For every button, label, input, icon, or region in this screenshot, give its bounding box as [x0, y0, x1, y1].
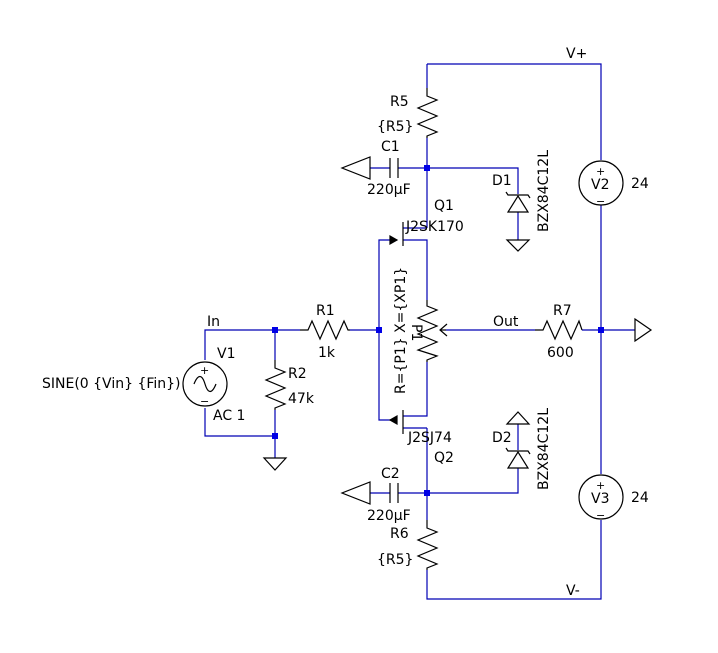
- label-c1-value: 220µF: [367, 182, 411, 198]
- wire-q2-source: [403, 362, 428, 417]
- label-r5-ref: R5: [390, 94, 409, 110]
- wire-v1-return: [204, 408, 275, 437]
- label-r6-value: {R5}: [377, 552, 413, 568]
- net-label-vplus: V+: [566, 46, 587, 62]
- resistor-r5[interactable]: [416, 88, 439, 138]
- zener-diode-d1[interactable]: [505, 191, 531, 213]
- label-v3-value: 24: [631, 490, 649, 506]
- label-v1-ac: AC 1: [213, 408, 245, 424]
- label-q1-ref: Q1: [434, 198, 454, 214]
- resistor-r2[interactable]: [264, 360, 287, 410]
- label-q2-value: J2SJ74: [407, 430, 452, 446]
- label-p1-ref: P1: [408, 324, 424, 341]
- capacitor-c1[interactable]: [389, 158, 399, 178]
- net-label-in: In: [207, 314, 220, 330]
- ground-icon-c2: [340, 481, 371, 505]
- label-r1-value: 1k: [318, 345, 336, 361]
- label-c2-value: 220µF: [367, 508, 411, 524]
- wires: [204, 63, 635, 600]
- label-r5-value: {R5}: [377, 119, 413, 135]
- jfet-q2[interactable]: [388, 410, 404, 434]
- label-d1-value: BZX84C12L: [536, 150, 552, 232]
- label-r1-ref: R1: [316, 303, 335, 319]
- ground-icon-d1: [505, 239, 531, 252]
- zener-diode-d2[interactable]: [505, 447, 531, 469]
- voltage-source-v2[interactable]: + −: [578, 160, 624, 208]
- wire-vplus-rail: [427, 63, 602, 160]
- potentiometer-p1[interactable]: [416, 300, 448, 362]
- voltage-source-v3[interactable]: + −: [578, 474, 624, 522]
- resistor-r1[interactable]: [300, 319, 350, 341]
- label-r6-ref: R6: [390, 526, 409, 542]
- wire-d1: [427, 167, 519, 194]
- capacitor-c2[interactable]: [389, 483, 399, 503]
- jfet-q1[interactable]: [389, 222, 404, 246]
- label-r7-value: 600: [547, 345, 574, 361]
- wire-vminus-rail: [426, 520, 602, 600]
- svg-text:+: +: [200, 364, 209, 377]
- label-d2-value: BZX84C12L: [536, 408, 552, 490]
- label-v3-ref: V3: [591, 491, 609, 507]
- junctions: [272, 165, 604, 496]
- ground-icon-out: [634, 317, 653, 343]
- label-v2-value: 24: [631, 176, 649, 192]
- label-q2-ref: Q2: [434, 450, 454, 466]
- resistor-r6[interactable]: [416, 520, 439, 570]
- wire-q1-source: [403, 239, 428, 300]
- ground-icon-d2: [505, 411, 531, 425]
- wire-in: [204, 329, 300, 360]
- svg-text:−: −: [596, 509, 605, 522]
- label-v1-value: SINE(0 {Vin} {Fin}): [42, 376, 181, 392]
- resistor-r7[interactable]: [535, 319, 583, 341]
- label-v2-ref: V2: [591, 177, 609, 193]
- label-v1-ref: V1: [217, 346, 235, 362]
- voltage-source-v1[interactable]: + −: [182, 361, 228, 408]
- svg-text:−: −: [596, 195, 605, 208]
- net-label-vminus: V-: [566, 583, 580, 599]
- net-label-out: Out: [493, 314, 519, 330]
- label-q1-value: J2SK170: [405, 219, 464, 235]
- label-r2-value: 47k: [288, 391, 315, 407]
- wire-d2: [427, 468, 519, 494]
- svg-text:+: +: [596, 479, 605, 492]
- label-c2-ref: C2: [381, 466, 400, 482]
- svg-text:−: −: [200, 395, 209, 408]
- label-r7-ref: R7: [553, 303, 572, 319]
- ground-icon-r2: [262, 457, 288, 471]
- label-r2-ref: R2: [288, 366, 307, 382]
- label-d2-ref: D2: [492, 430, 512, 446]
- label-p1-value: R={P1} X={XP1}: [393, 267, 409, 394]
- svg-text:+: +: [596, 165, 605, 178]
- label-c1-ref: C1: [381, 139, 400, 155]
- label-d1-ref: D1: [492, 173, 512, 189]
- ground-icon-c1: [340, 156, 371, 180]
